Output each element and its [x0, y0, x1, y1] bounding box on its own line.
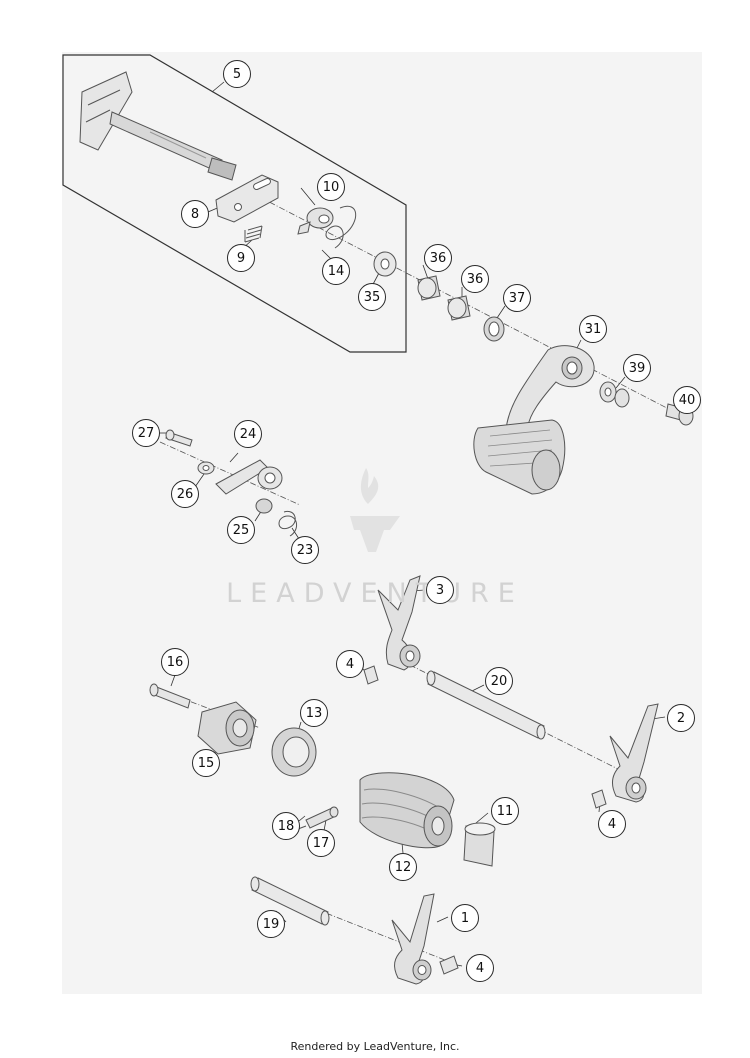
callout-12: 12 [389, 853, 417, 881]
callout-20: 20 [485, 667, 513, 695]
callout-11: 11 [491, 797, 519, 825]
shift-fork-1 [391, 893, 435, 985]
callout-16: 16 [161, 648, 189, 676]
shift-drum-12 [359, 772, 455, 849]
shift-fork-2 [609, 703, 659, 803]
callout-39: 39 [623, 354, 651, 382]
callout-13: 13 [300, 699, 328, 727]
shift-shaft [79, 71, 237, 181]
callout-17: 17 [307, 829, 335, 857]
shift-plate [215, 174, 279, 223]
bolt-16 [149, 683, 191, 709]
watermark-emblem [350, 468, 400, 552]
shift-fork-3 [377, 575, 421, 671]
shift-rail-20 [426, 670, 546, 740]
shift-drum-locating [197, 701, 257, 755]
callout-24: 24 [234, 420, 262, 448]
bearing-ring-11 [463, 822, 496, 867]
footer-credit: Rendered by LeadVenture, Inc. [290, 1040, 460, 1053]
callout-36: 36 [424, 244, 452, 272]
callout-35: 35 [358, 283, 386, 311]
washer-35 [373, 251, 397, 277]
callout-18: 18 [272, 812, 300, 840]
bearing-13 [271, 727, 317, 777]
callout-4-third: 4 [466, 954, 494, 982]
shift-lever [473, 345, 595, 495]
callout-8: 8 [181, 200, 209, 228]
bearings-36 [417, 275, 471, 321]
detent-lever-group [165, 429, 297, 537]
callout-25: 25 [227, 516, 255, 544]
watermark-text: LEADVENTURE [226, 578, 524, 609]
sleeve-and-spring [297, 205, 357, 249]
callout-23: 23 [291, 536, 319, 564]
callout-5: 5 [223, 60, 251, 88]
callout-26: 26 [171, 480, 199, 508]
washer-and-bolt [599, 381, 694, 426]
callout-3: 3 [426, 576, 454, 604]
callout-40: 40 [673, 386, 701, 414]
callout-4-second: 4 [598, 810, 626, 838]
callout-14: 14 [322, 257, 350, 285]
callout-10: 10 [317, 173, 345, 201]
seal-ring-37 [483, 316, 505, 342]
callout-9: 9 [227, 244, 255, 272]
callout-2: 2 [667, 704, 695, 732]
callout-15: 15 [192, 749, 220, 777]
callout-27: 27 [132, 419, 160, 447]
shift-rail-19 [250, 876, 330, 926]
pins-4 [363, 665, 607, 975]
subassembly-frame [62, 54, 407, 353]
callout-4: 4 [336, 650, 364, 678]
callout-37: 37 [503, 284, 531, 312]
pin-and-screw [289, 806, 339, 833]
callout-1: 1 [451, 904, 479, 932]
callout-31: 31 [579, 315, 607, 343]
callout-19: 19 [257, 910, 285, 938]
callout-36-second: 36 [461, 265, 489, 293]
spring-9 [244, 225, 263, 243]
